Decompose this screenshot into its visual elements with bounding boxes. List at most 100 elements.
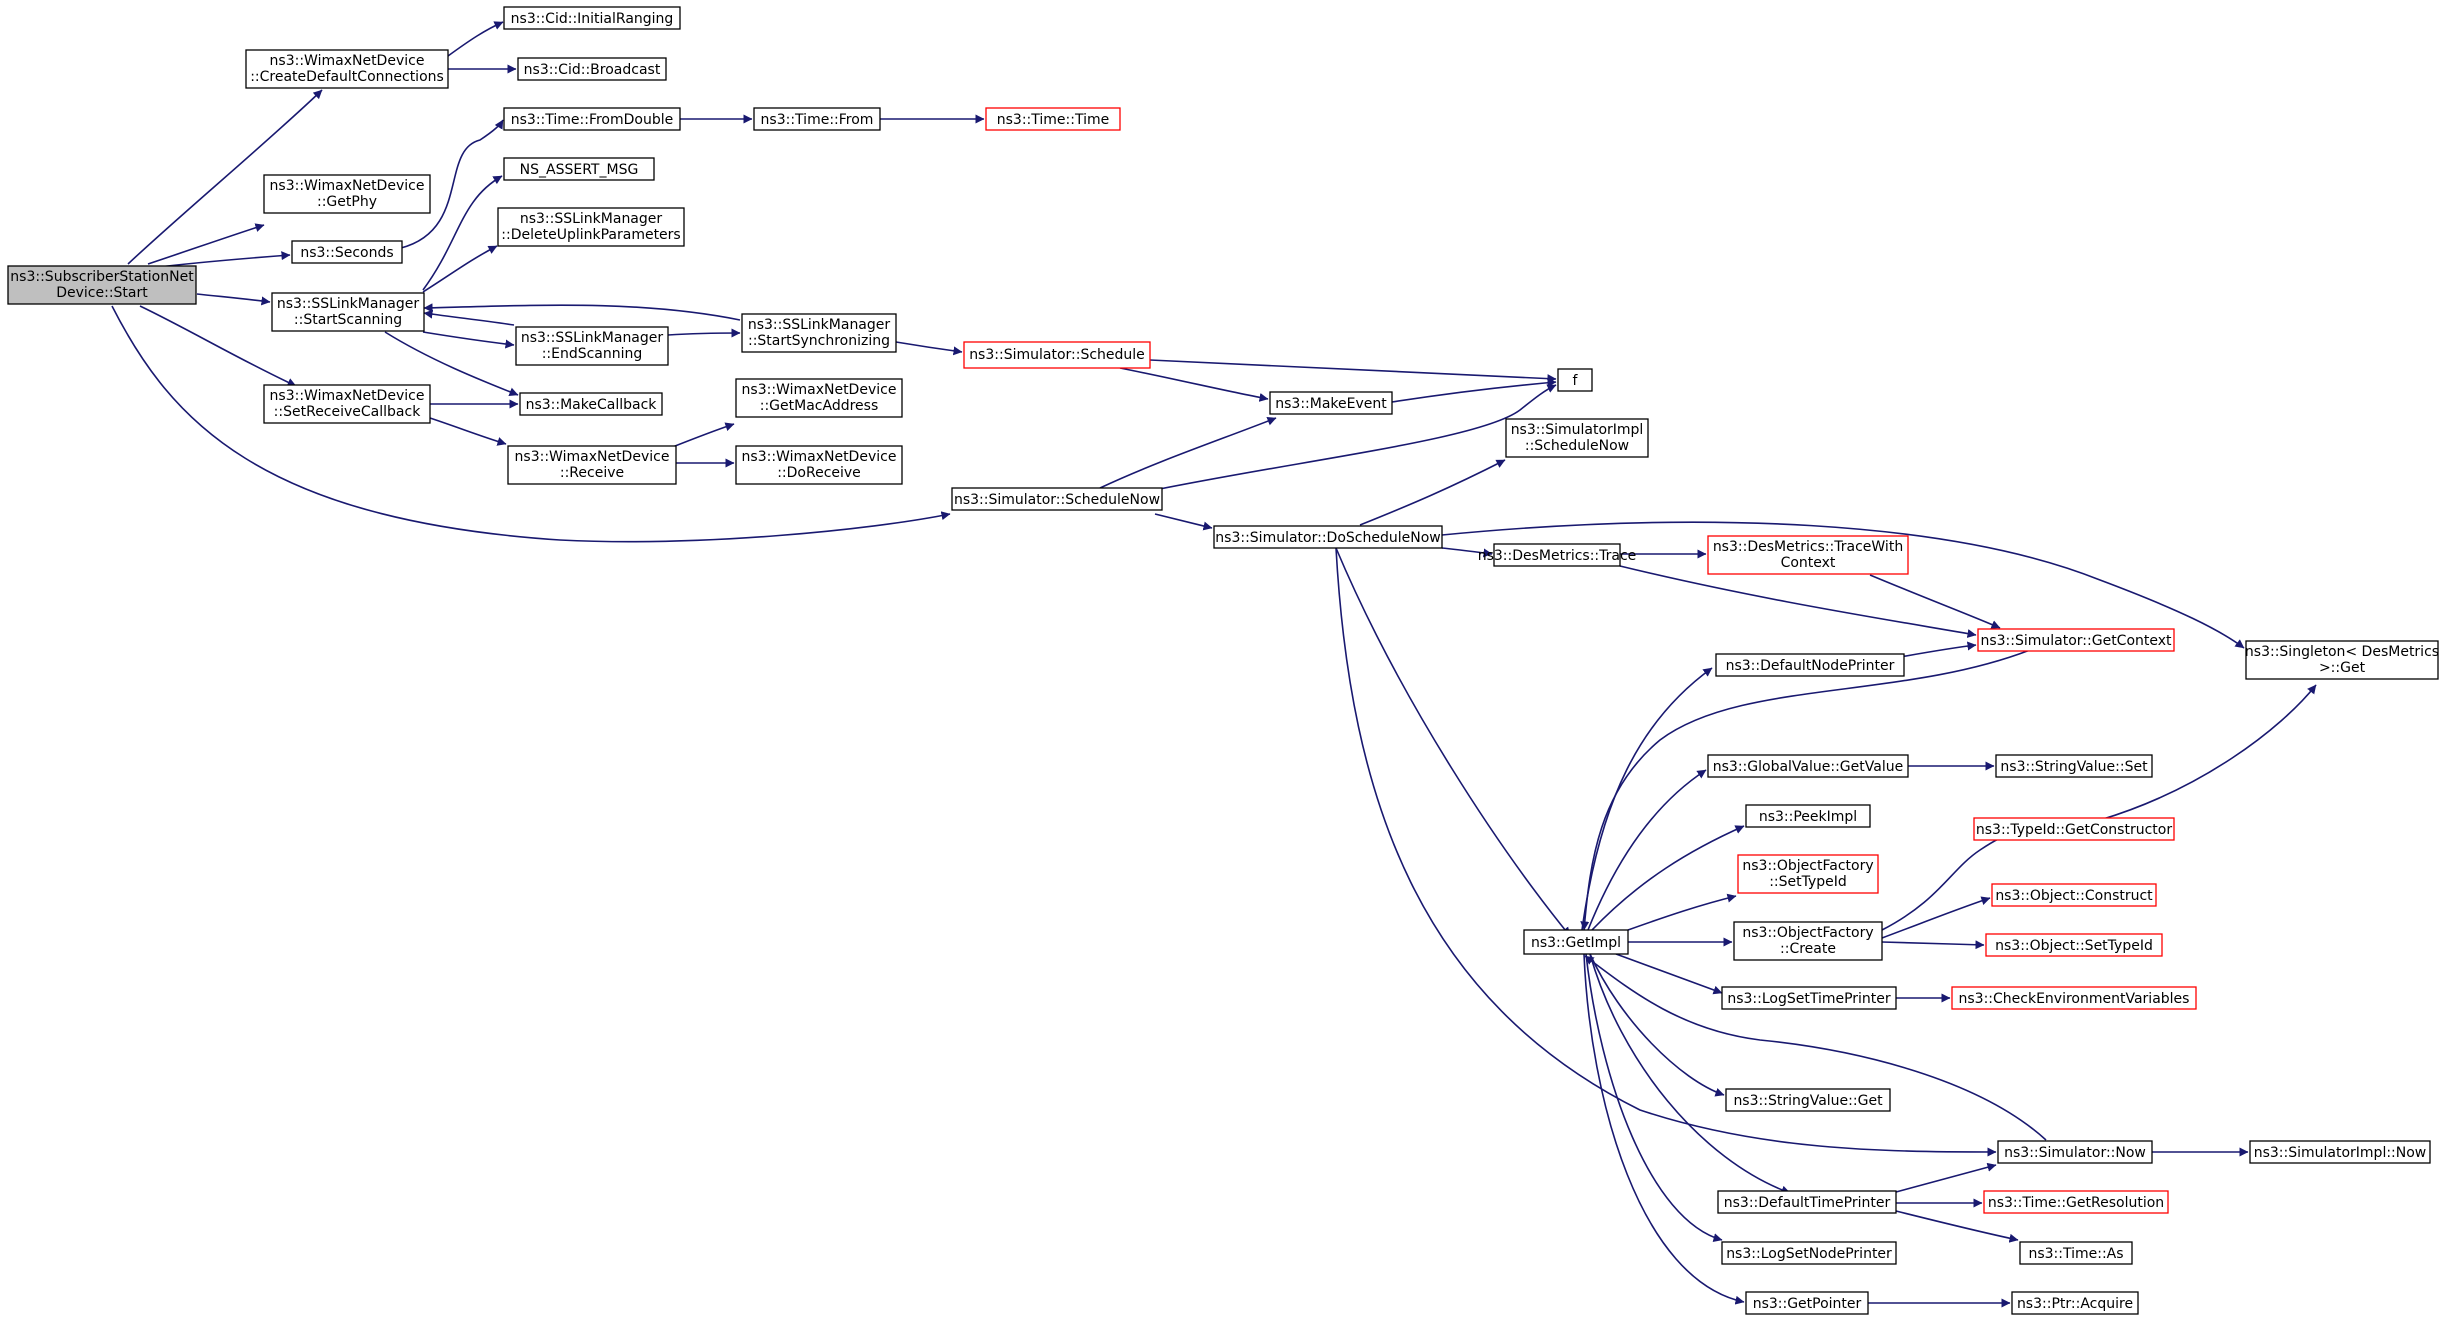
edge-get-impl-to-log-set-time-printer — [1615, 953, 1723, 995]
node-ptr-acquire[interactable]: ns3::Ptr::Acquire — [2011, 1291, 2139, 1315]
node-object-construct[interactable]: ns3::Object::Construct — [1991, 883, 2157, 907]
node-global-value-get-value[interactable]: ns3::GlobalValue::GetValue — [1707, 754, 1909, 778]
edge-object-factory-create-to-object-set-type-id — [1881, 940, 1985, 950]
node-ns-assert-msg[interactable]: NS_ASSERT_MSG — [503, 157, 655, 181]
node-log-set-node-printer[interactable]: ns3::LogSetNodePrinter — [1721, 1241, 1897, 1265]
node-make-callback[interactable]: ns3::MakeCallback — [519, 392, 663, 416]
node-default-node-printer[interactable]: ns3::DefaultNodePrinter — [1715, 653, 1905, 677]
node-get-pointer[interactable]: ns3::GetPointer — [1745, 1291, 1869, 1315]
svg-text:ns3::GlobalValue::GetValue: ns3::GlobalValue::GetValue — [1713, 759, 1903, 775]
node-delete-uplink-parameters[interactable]: ns3::SSLinkManager::DeleteUplinkParamete… — [497, 207, 685, 247]
node-type-id-get-constructor[interactable]: ns3::TypeId::GetConstructor — [1973, 817, 2175, 841]
node-string-value-get[interactable]: ns3::StringValue::Get — [1725, 1088, 1891, 1112]
svg-text:ns3::WimaxNetDevice: ns3::WimaxNetDevice — [270, 53, 425, 69]
svg-text:ns3::ObjectFactory: ns3::ObjectFactory — [1742, 925, 1873, 941]
svg-text:::EndScanning: ::EndScanning — [542, 346, 643, 362]
node-default-time-printer[interactable]: ns3::DefaultTimePrinter — [1717, 1190, 1897, 1214]
node-create-default-connections[interactable]: ns3::WimaxNetDevice::CreateDefaultConnec… — [245, 49, 449, 89]
node-peek-impl[interactable]: ns3::PeekImpl — [1745, 804, 1871, 828]
node-seconds[interactable]: ns3::Seconds — [291, 240, 403, 264]
node-cid-broadcast[interactable]: ns3::Cid::Broadcast — [517, 57, 667, 81]
node-simulator-now[interactable]: ns3::Simulator::Now — [1997, 1140, 2153, 1164]
edge-get-impl-to-global-value-get-value — [1587, 769, 1707, 931]
svg-text:ns3::MakeEvent: ns3::MakeEvent — [1275, 396, 1387, 412]
svg-text:::SetTypeId: ::SetTypeId — [1769, 874, 1847, 890]
edge-get-impl-to-default-node-printer — [1581, 667, 1713, 931]
node-string-value-set[interactable]: ns3::StringValue::Set — [1995, 754, 2153, 778]
node-end-scanning[interactable]: ns3::SSLinkManager::EndScanning — [515, 326, 669, 366]
svg-text:ns3::Cid::Broadcast: ns3::Cid::Broadcast — [524, 62, 661, 78]
svg-text:ns3::StringValue::Set: ns3::StringValue::Set — [2000, 759, 2148, 775]
svg-text:ns3::Seconds: ns3::Seconds — [300, 245, 393, 261]
node-simulatorimpl-now[interactable]: ns3::SimulatorImpl::Now — [2249, 1140, 2431, 1164]
node-object-factory-set-type-id[interactable]: ns3::ObjectFactory::SetTypeId — [1737, 854, 1879, 894]
node-get-impl[interactable]: ns3::GetImpl — [1523, 929, 1629, 955]
edge-do-schedule-now-to-simulatorimpl-schedule-now — [1359, 459, 1506, 526]
node-get-phy[interactable]: ns3::WimaxNetDevice::GetPhy — [263, 174, 431, 214]
svg-text:ns3::Object::SetTypeId: ns3::Object::SetTypeId — [1995, 938, 2153, 954]
node-simulator-schedule-now[interactable]: ns3::Simulator::ScheduleNow — [951, 487, 1163, 511]
edge-trace-with-context-to-get-context — [1869, 574, 2001, 629]
node-time-get-resolution[interactable]: ns3::Time::GetResolution — [1983, 1190, 2169, 1214]
svg-text:::ScheduleNow: ::ScheduleNow — [1525, 438, 1629, 454]
edge-simulator-schedule-now-to-do-schedule-now — [1154, 513, 1213, 531]
svg-text:ns3::LogSetTimePrinter: ns3::LogSetTimePrinter — [1727, 991, 1891, 1007]
svg-text:::Receive: ::Receive — [560, 465, 624, 481]
node-start-synchronizing[interactable]: ns3::SSLinkManager::StartSynchronizing — [741, 313, 897, 353]
node-simulator-schedule[interactable]: ns3::Simulator::Schedule — [963, 341, 1151, 369]
edge-simulator-schedule-now-to-make-event — [1099, 416, 1277, 489]
svg-text:>::Get: >::Get — [2319, 660, 2366, 676]
node-time-time[interactable]: ns3::Time::Time — [985, 107, 1121, 131]
svg-text:ns3::Ptr::Acquire: ns3::Ptr::Acquire — [2017, 1296, 2133, 1312]
node-get-context[interactable]: ns3::Simulator::GetContext — [1977, 628, 2175, 652]
node-singleton-get[interactable]: ns3::Singleton< DesMetrics >::Get — [2245, 640, 2439, 680]
node-simulatorimpl-schedule-now[interactable]: ns3::SimulatorImpl::ScheduleNow — [1505, 418, 1649, 458]
svg-text:ns3::GetPointer: ns3::GetPointer — [1753, 1296, 1862, 1312]
node-make-event[interactable]: ns3::MakeEvent — [1269, 391, 1393, 415]
node-get-mac-address[interactable]: ns3::WimaxNetDevice::GetMacAddress — [735, 378, 903, 418]
edge-default-time-printer-to-simulator-now — [1895, 1162, 1997, 1193]
edge-make-event-to-f — [1391, 378, 1557, 403]
edge-do-schedule-now-to-des-metrics-trace — [1441, 547, 1493, 558]
node-do-receive[interactable]: ns3::WimaxNetDevice::DoReceive — [735, 445, 903, 485]
edge-create-default-connections-to-initial-ranging — [447, 21, 504, 57]
node-receive[interactable]: ns3::WimaxNetDevice::Receive — [507, 445, 677, 485]
edge-get-context-to-get-impl — [1580, 649, 2031, 931]
node-des-metrics-trace[interactable]: ns3::DesMetrics::Trace — [1478, 543, 1637, 567]
node-check-environment-variables[interactable]: ns3::CheckEnvironmentVariables — [1951, 986, 2197, 1010]
node-log-set-time-printer[interactable]: ns3::LogSetTimePrinter — [1721, 986, 1897, 1010]
node-time-from[interactable]: ns3::Time::From — [753, 107, 881, 131]
node-set-receive-callback[interactable]: ns3::WimaxNetDevice::SetReceiveCallback — [263, 384, 431, 424]
edge-start-to-get-phy — [147, 223, 265, 265]
edge-start-to-create-default-connections — [127, 89, 323, 265]
svg-text:ns3::StringValue::Get: ns3::StringValue::Get — [1733, 1093, 1883, 1109]
node-do-schedule-now[interactable]: ns3::Simulator::DoScheduleNow — [1213, 525, 1443, 549]
svg-text:ns3::Simulator::ScheduleNow: ns3::Simulator::ScheduleNow — [954, 492, 1160, 508]
node-f[interactable]: f — [1557, 368, 1593, 392]
node-cid-initial-ranging[interactable]: ns3::Cid::InitialRanging — [503, 6, 681, 30]
svg-text:ns3::SubscriberStationNet: ns3::SubscriberStationNet — [10, 269, 194, 285]
svg-text:::GetPhy: ::GetPhy — [317, 194, 377, 210]
svg-text:::DoReceive: ::DoReceive — [777, 465, 861, 481]
node-start-scanning[interactable]: ns3::SSLinkManager::StartScanning — [271, 292, 425, 332]
svg-text:ns3::Simulator::Schedule: ns3::Simulator::Schedule — [969, 347, 1145, 363]
edge-start-to-set-receive-callback — [139, 305, 297, 387]
node-object-factory-create[interactable]: ns3::ObjectFactory::Create — [1733, 921, 1883, 961]
svg-text:::StartScanning: ::StartScanning — [294, 312, 402, 328]
svg-text:::DeleteUplinkParameters: ::DeleteUplinkParameters — [501, 227, 680, 243]
node-time-from-double[interactable]: ns3::Time::FromDouble — [503, 107, 681, 131]
svg-text:ns3::Time::Time: ns3::Time::Time — [997, 112, 1109, 128]
edge-object-factory-create-to-object-construct — [1881, 896, 1991, 939]
edge-get-impl-to-peek-impl — [1591, 825, 1745, 931]
node-object-set-type-id[interactable]: ns3::Object::SetTypeId — [1985, 933, 2163, 957]
svg-text:ns3::SSLinkManager: ns3::SSLinkManager — [277, 296, 420, 312]
svg-text:ns3::Simulator::Now: ns3::Simulator::Now — [2004, 1145, 2146, 1161]
edge-get-impl-to-object-factory-set-type-id — [1627, 893, 1737, 931]
node-time-as[interactable]: ns3::Time::As — [2019, 1241, 2133, 1265]
edge-end-scanning-to-start-scanning — [423, 309, 515, 326]
svg-text:ns3::SSLinkManager: ns3::SSLinkManager — [521, 330, 664, 346]
svg-text:Context: Context — [1781, 555, 1836, 571]
